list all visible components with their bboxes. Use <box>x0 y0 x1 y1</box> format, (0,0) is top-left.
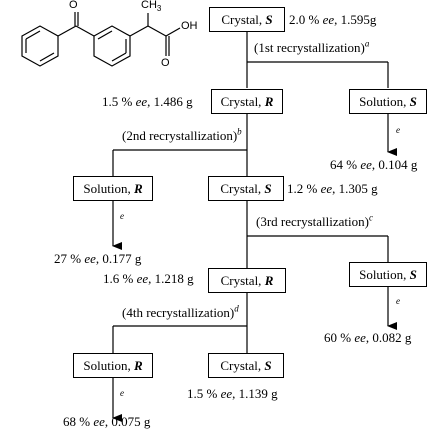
step3-label: (3rd recrystallization)c <box>256 212 373 229</box>
step4-crystal-box: Crystal, S <box>208 353 284 378</box>
step1-crystal-box: Crystal, R <box>211 89 283 114</box>
step4-crystal-info: 1.5 % ee, 1.139 g <box>187 386 278 401</box>
step3-solution-box: Solution, S <box>349 262 427 287</box>
step2-label: (2nd recrystallization)b <box>122 126 242 143</box>
step1-label: (1st recrystallization)a <box>254 38 370 55</box>
step3-crystal-info: 1.6 % ee, 1.218 g <box>103 271 194 286</box>
step2-note-e: e <box>120 211 124 221</box>
step1-crystal-info: 1.5 % ee, 1.486 g <box>102 94 193 109</box>
acid-label: OH <box>181 20 198 32</box>
step2-solution-box: Solution, R <box>73 176 153 201</box>
step4-solution-result: 68 % ee, 0.075 g <box>63 414 151 429</box>
molecule-structure <box>21 12 181 67</box>
step4-note-e: e <box>120 388 124 398</box>
step1-note-e: e <box>396 125 400 135</box>
step1-solution-result: 64 % ee, 0.104 g <box>330 157 418 172</box>
step2-crystal-box: Crystal, S <box>208 176 284 201</box>
step1-solution-box: Solution, S <box>349 89 427 114</box>
bond-carbonyl-ring <box>75 25 95 37</box>
step4-solution-box: Solution, R <box>73 353 153 378</box>
methyl-label: CH3 <box>141 0 162 14</box>
carbonyl-oxygen-label: O <box>161 57 170 69</box>
bond-ring-carbonyl <box>57 25 77 37</box>
oxygen-label: O <box>69 0 78 11</box>
step4-label: (4th recrystallization)d <box>122 303 239 320</box>
step3-solution-result: 60 % ee, 0.082 g <box>324 330 412 345</box>
step3-note-e: e <box>396 296 400 306</box>
left-benzene-ring <box>21 25 59 67</box>
step2-solution-result: 27 % ee, 0.177 g <box>54 251 142 266</box>
root-info: 2.0 % ee, 1.595g <box>289 12 377 27</box>
step2-crystal-info: 1.2 % ee, 1.305 g <box>287 181 378 196</box>
root-crystal-box: Crystal, S <box>209 7 285 32</box>
step3-crystal-box: Crystal, R <box>208 268 286 293</box>
right-benzene-ring <box>93 25 131 67</box>
